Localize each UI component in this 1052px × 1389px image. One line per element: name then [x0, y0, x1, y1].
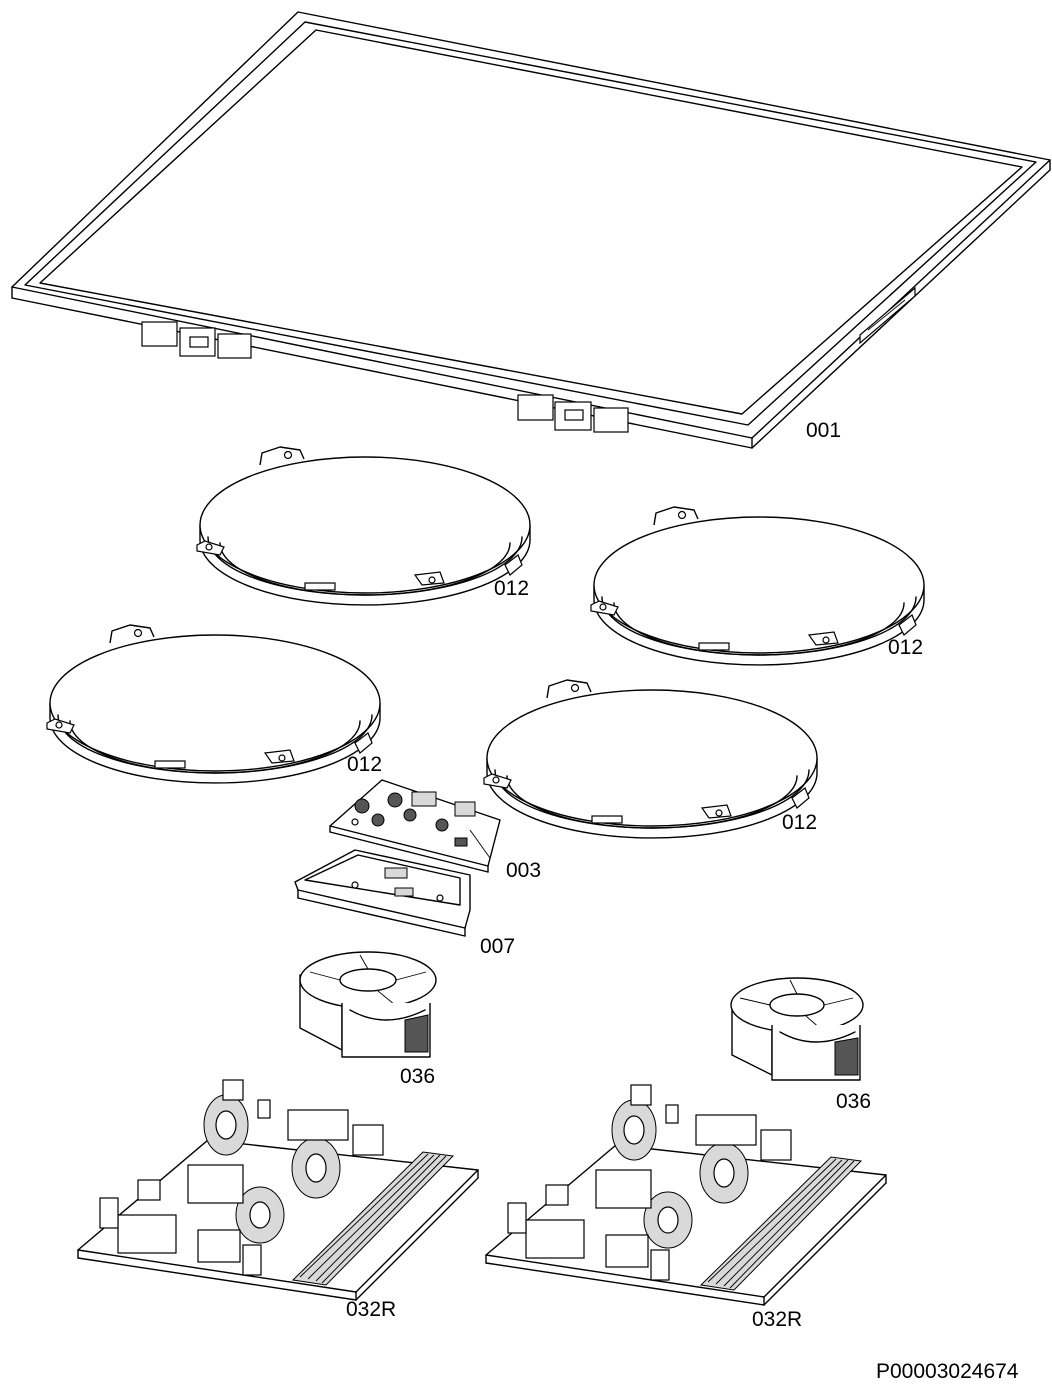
label-board-housing: 007 — [480, 935, 516, 958]
fan-left — [299, 951, 437, 1058]
board-housing — [294, 849, 471, 937]
label-hob-coil-2: 012 — [888, 636, 924, 659]
hob-coil-1 — [196, 446, 531, 606]
document-id: P00003024674 — [876, 1360, 1019, 1383]
control-board — [329, 779, 501, 873]
label-control-board: 003 — [506, 859, 542, 882]
fan-right — [730, 977, 864, 1081]
hob-coil-3 — [46, 624, 381, 784]
hob-coil-2 — [590, 506, 925, 666]
label-fan-left: 036 — [400, 1065, 436, 1088]
label-power-board-right: 032R — [752, 1308, 803, 1331]
hob-coil-4 — [483, 679, 818, 839]
power-board-right — [485, 1084, 887, 1306]
label-hob-coil-1: 012 — [494, 577, 530, 600]
label-glass-top: 001 — [806, 419, 842, 442]
label-fan-right: 036 — [836, 1090, 872, 1113]
power-board-left — [77, 1079, 479, 1301]
label-hob-coil-3: 012 — [347, 753, 383, 776]
glass-top-frame — [11, 11, 1051, 449]
label-power-board-left: 032R — [346, 1298, 397, 1321]
label-hob-coil-4: 012 — [782, 811, 818, 834]
